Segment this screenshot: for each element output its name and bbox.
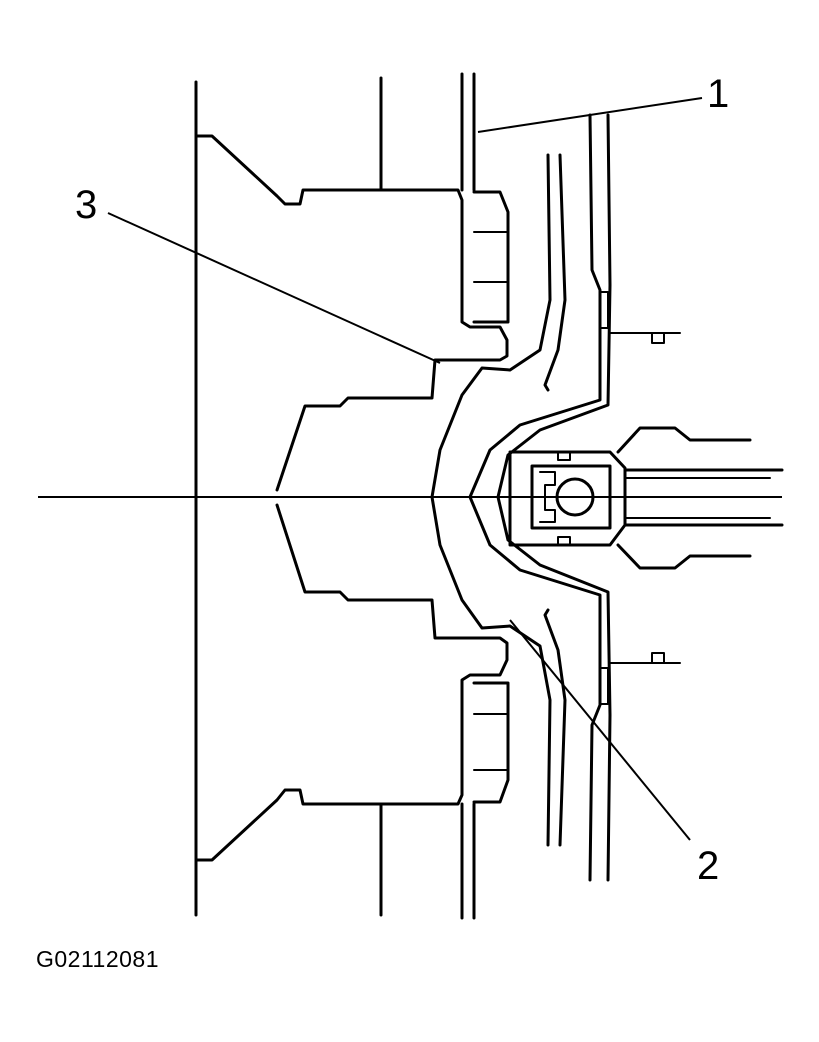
housing-marks — [609, 332, 681, 664]
release-bearing — [508, 450, 627, 547]
callout-label-1: 1 — [707, 72, 730, 116]
cover-plate — [460, 72, 476, 920]
bolt-lower — [472, 681, 510, 804]
input-shaft — [616, 426, 784, 570]
flywheel — [194, 76, 509, 917]
leader-2 — [509, 619, 691, 841]
pressure-plate — [430, 153, 567, 847]
diaphragm-spring — [468, 113, 612, 882]
bolt-upper — [472, 190, 510, 324]
callout-label-3: 3 — [75, 183, 98, 227]
leader-3 — [107, 212, 441, 364]
figure-code: G02112081 — [36, 946, 160, 972]
callout-label-2: 2 — [697, 844, 720, 888]
leader-1 — [477, 97, 703, 133]
